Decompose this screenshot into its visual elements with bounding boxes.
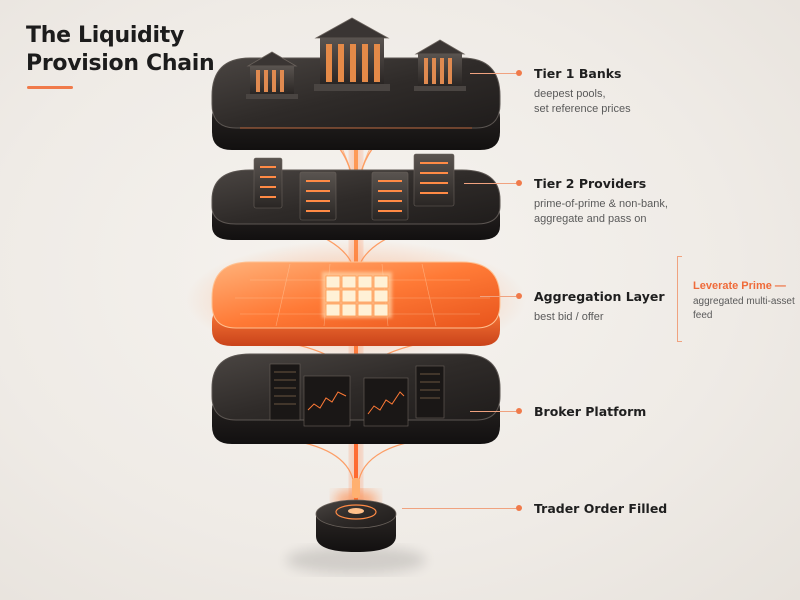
leader-dot-aggregation — [516, 293, 522, 299]
order-filled-puck — [315, 478, 397, 552]
callout-bracket — [677, 256, 682, 342]
label-aggregation-desc: best bid / offer — [534, 311, 604, 323]
label-aggregation-name: Aggregation Layer — [534, 289, 665, 304]
label-tier1-desc: deepest pools, set reference prices — [534, 87, 631, 117]
label-aggregation-layer: Aggregation Layer best bid / offer — [534, 289, 665, 325]
label-tier2-desc: prime-of-prime & non-bank, aggregate and… — [534, 197, 668, 227]
callout-highlight: Leverate Prime — — [693, 280, 786, 292]
callout-note-line1: aggregated multi-asset — [693, 296, 795, 307]
label-tier2-providers: Tier 2 Providers prime-of-prime & non-ba… — [534, 176, 668, 227]
leader-order — [402, 508, 516, 509]
server-rack-3 — [371, 171, 409, 221]
label-tier2-desc-line1: prime-of-prime & non-bank, — [534, 198, 668, 210]
trading-screen-4 — [415, 365, 445, 419]
label-broker-name: Broker Platform — [534, 404, 647, 419]
label-tier1-desc-line1: deepest pools, — [534, 88, 606, 100]
label-tier1-name: Tier 1 Banks — [534, 66, 622, 81]
bank-building-left — [246, 51, 298, 99]
page-title: The Liquidity Provision Chain — [26, 22, 215, 78]
tier2-providers-platform — [211, 153, 501, 240]
tier1-banks-platform — [211, 17, 501, 150]
label-tier1-banks: Tier 1 Banks deepest pools, set referenc… — [534, 66, 631, 117]
trading-screen-2 — [303, 375, 351, 427]
broker-platform — [211, 353, 501, 444]
title-underline — [27, 86, 73, 89]
leader-dot-tier1 — [516, 70, 522, 76]
leader-dot-order — [516, 505, 522, 511]
leader-dot-broker — [516, 408, 522, 414]
server-rack-2 — [299, 171, 337, 221]
leverate-prime-callout: Leverate Prime — aggregated multi-asset … — [693, 280, 795, 323]
leader-tier1 — [470, 73, 516, 74]
label-broker-platform: Broker Platform — [534, 404, 646, 419]
title-line-2: Provision Chain — [26, 51, 215, 76]
trading-screen-3 — [363, 377, 409, 427]
bank-building-center — [314, 17, 390, 91]
leader-tier2 — [464, 183, 516, 184]
bank-building-right — [414, 39, 466, 91]
label-tier1-desc-line2: set reference prices — [534, 103, 631, 115]
label-trader-order: Trader Order Filled — [534, 501, 667, 516]
leader-broker — [470, 411, 516, 412]
server-rack-4 — [413, 153, 455, 207]
floor-shadow — [286, 546, 426, 574]
callout-note-line2: feed — [693, 310, 713, 321]
leader-aggregation — [480, 296, 516, 297]
trading-screen-1 — [269, 363, 301, 421]
callout-note: aggregated multi-asset feed — [693, 295, 795, 323]
server-rack-1 — [253, 157, 283, 209]
label-order-name: Trader Order Filled — [534, 501, 668, 516]
aggregation-cube — [322, 272, 392, 318]
label-tier2-name: Tier 2 Providers — [534, 176, 647, 191]
label-tier2-desc-line2: aggregate and pass on — [534, 213, 647, 225]
leader-dot-tier2 — [516, 180, 522, 186]
aggregation-layer-platform — [186, 240, 526, 360]
title-line-1: The Liquidity — [26, 23, 185, 48]
